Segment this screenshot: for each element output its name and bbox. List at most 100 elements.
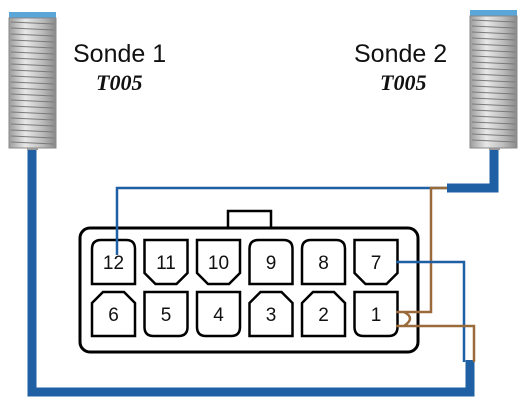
probe-1-cable xyxy=(27,150,475,397)
wire-pin1-brown-b xyxy=(396,324,476,362)
thread-line xyxy=(471,25,516,29)
connector-pin-6: 6 xyxy=(90,290,137,338)
pin-cavity xyxy=(195,238,242,286)
probe-1-label: Sonde 1 xyxy=(73,40,167,68)
probe-1-tip xyxy=(9,12,56,18)
connector-pin-2: 2 xyxy=(300,290,347,338)
pin-number: 11 xyxy=(156,253,176,274)
thread-line xyxy=(10,33,55,37)
thread-line xyxy=(471,43,516,47)
thread-line xyxy=(10,81,55,85)
pin-number: 7 xyxy=(371,253,382,274)
thread-line xyxy=(10,93,55,97)
pin-number: 8 xyxy=(318,253,329,274)
thread-line xyxy=(471,19,516,23)
connector-pin-9: 9 xyxy=(248,238,294,286)
pin-cavity xyxy=(300,238,347,286)
pin-number: 5 xyxy=(161,305,172,326)
connector-pin-5: 5 xyxy=(143,290,189,338)
wire-pin7-blue xyxy=(396,260,466,362)
pin-cavity xyxy=(353,290,399,338)
connector-pin-1: 1 xyxy=(353,290,399,338)
wire-pin1-jumper xyxy=(403,310,412,328)
pin-number: 4 xyxy=(213,305,224,326)
pin-number: 12 xyxy=(103,253,124,274)
wires xyxy=(115,186,476,362)
probe-1-threads xyxy=(10,21,55,145)
thread-line xyxy=(10,141,55,145)
pin-cavity xyxy=(143,290,189,338)
thread-line xyxy=(471,79,516,83)
pin-number: 3 xyxy=(266,305,277,326)
thread-line xyxy=(10,123,55,127)
pin-cavity xyxy=(90,290,137,338)
connector: 12 11 10 9 8 7 6 5 4 3 2 1 xyxy=(78,209,420,354)
pin-cavity xyxy=(300,290,347,338)
thread-line xyxy=(10,135,55,139)
thread-line xyxy=(471,85,516,89)
thread-line xyxy=(471,55,516,59)
pin-cavity xyxy=(248,290,294,338)
thread-line xyxy=(10,45,55,49)
pin-cavity xyxy=(90,238,137,286)
probe-2-cable xyxy=(447,150,499,193)
pin-number: 6 xyxy=(108,305,119,326)
pin-number: 2 xyxy=(318,305,329,326)
thread-line xyxy=(10,75,55,79)
connector-pin-12: 12 xyxy=(90,238,137,286)
thread-line xyxy=(10,39,55,43)
pin-cavity xyxy=(353,238,399,286)
connector-pin-10: 10 xyxy=(195,238,242,286)
probe-2 xyxy=(469,10,518,150)
probe-1-neck xyxy=(27,148,38,150)
thread-line xyxy=(471,91,516,95)
pin-number: 1 xyxy=(371,305,382,326)
pin-cavity xyxy=(248,238,294,286)
thread-line xyxy=(471,103,516,107)
thread-line xyxy=(471,67,516,71)
thread-line xyxy=(471,61,516,65)
thread-line xyxy=(10,63,55,67)
thread-line xyxy=(10,27,55,31)
thread-line xyxy=(471,37,516,41)
thread-line xyxy=(471,97,516,101)
pin-cavity xyxy=(195,290,242,338)
pin-number: 10 xyxy=(208,253,229,274)
thread-line xyxy=(10,57,55,61)
thread-line xyxy=(10,21,55,25)
thread-line xyxy=(471,109,516,113)
thread-line xyxy=(471,133,516,137)
thread-line xyxy=(10,99,55,103)
thread-line xyxy=(10,117,55,121)
thread-line xyxy=(10,129,55,133)
probe-1 xyxy=(8,12,57,150)
thread-line xyxy=(471,49,516,53)
thread-line xyxy=(471,127,516,131)
thread-line xyxy=(10,87,55,91)
connector-pin-11: 11 xyxy=(143,238,189,286)
connector-pin-7: 7 xyxy=(353,238,399,286)
thread-line xyxy=(10,69,55,73)
probe-2-label: Sonde 2 xyxy=(354,40,448,68)
pin-cavity xyxy=(143,238,189,286)
wire-pin12-blue xyxy=(115,186,447,255)
thread-line xyxy=(471,139,516,143)
thread-line xyxy=(10,105,55,109)
connector-pin-8: 8 xyxy=(300,238,347,286)
connector-pin-3: 3 xyxy=(248,290,294,338)
thread-line xyxy=(471,31,516,35)
probe-2-tip xyxy=(470,10,517,16)
probe-1-model: T005 xyxy=(96,70,143,95)
thread-line xyxy=(10,51,55,55)
probe-2-model: T005 xyxy=(380,70,427,95)
pin-number: 9 xyxy=(266,253,277,274)
connector-pin-4: 4 xyxy=(195,290,242,338)
thread-line xyxy=(10,111,55,115)
thread-line xyxy=(471,121,516,125)
thread-line xyxy=(471,115,516,119)
thread-line xyxy=(471,73,516,77)
probe-2-neck xyxy=(489,148,500,150)
probe-2-threads xyxy=(471,19,516,143)
wire-pin1-brown-a xyxy=(396,186,447,314)
